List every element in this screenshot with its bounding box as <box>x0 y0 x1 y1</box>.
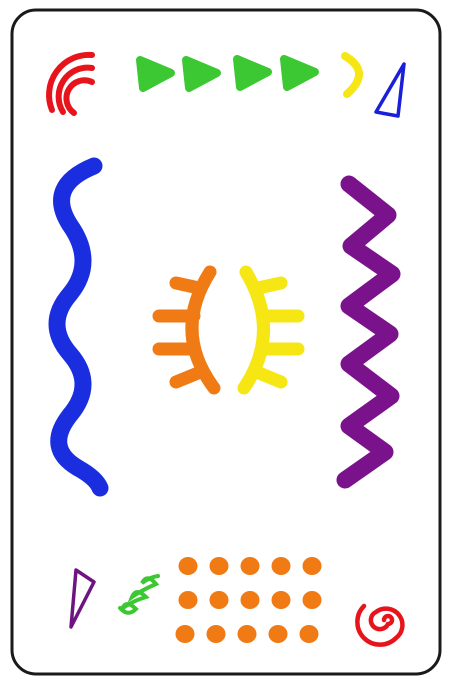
purple-zigzag-line-icon <box>336 175 401 489</box>
orange-dot <box>271 591 291 609</box>
orange-dot <box>206 625 226 643</box>
orange-dot <box>209 557 229 575</box>
orange-dot <box>299 625 319 643</box>
orange-comb-bracket-icon <box>152 265 221 395</box>
orange-dot <box>240 557 260 575</box>
blue-triangle-icon <box>374 62 406 118</box>
green-triangles-icon <box>136 55 319 92</box>
red-rainbow-arcs-icon <box>46 51 95 116</box>
purple-triangle-icon <box>69 568 96 629</box>
green-coil-icon <box>118 574 160 615</box>
orange-dot <box>268 625 288 643</box>
orange-dot <box>302 557 322 575</box>
orange-dot <box>175 625 195 643</box>
orange-dot <box>178 557 198 575</box>
yellow-comb-bracket-icon <box>237 265 305 395</box>
orange-dot <box>178 591 198 609</box>
card-frame <box>10 8 442 676</box>
red-spiral-icon <box>355 603 405 647</box>
yellow-crescent-icon <box>341 52 363 98</box>
orange-dot <box>209 591 229 609</box>
orange-dot <box>302 591 322 609</box>
orange-dot <box>271 557 291 575</box>
orange-dot <box>240 591 260 609</box>
orange-dot-grid-icon <box>175 557 322 643</box>
blue-wavy-line-icon <box>48 157 109 497</box>
orange-dot <box>237 625 257 643</box>
